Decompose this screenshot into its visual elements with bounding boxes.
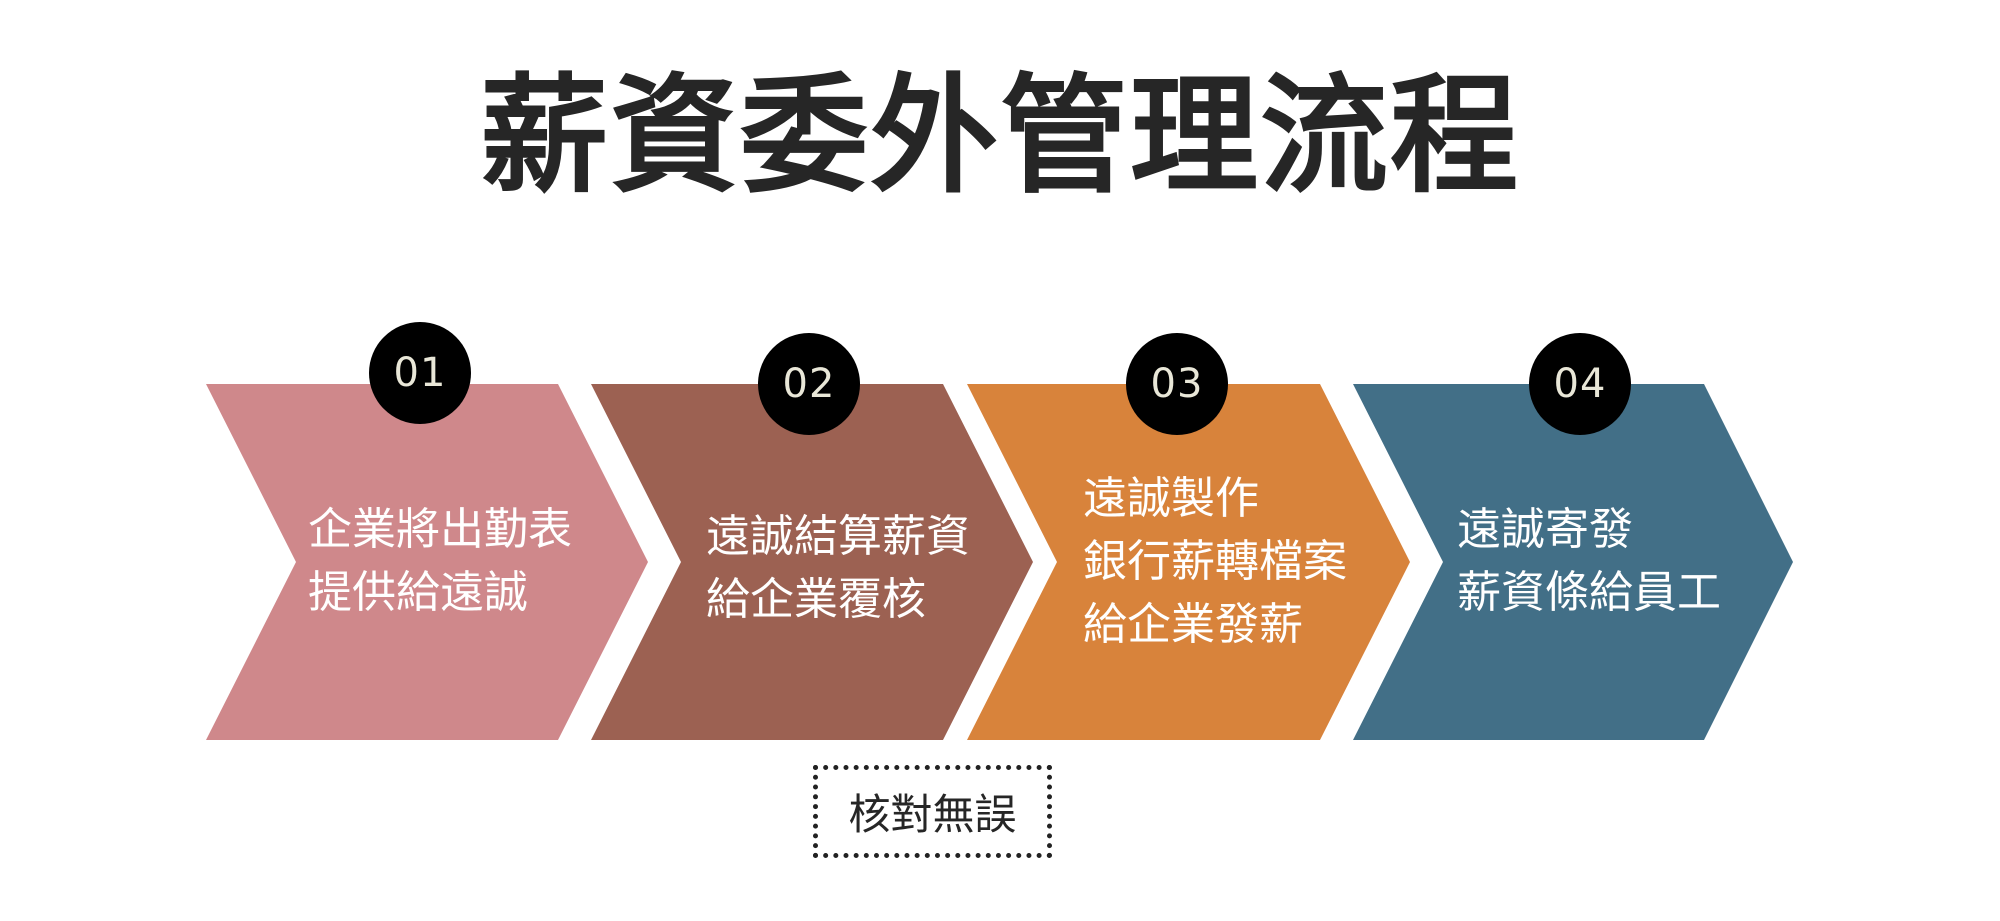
- step-1-number-badge: 01: [369, 322, 471, 424]
- step-1-text: 企業將出勤表 提供給遠誠: [308, 504, 572, 618]
- verification-note-box: 核對無誤: [813, 765, 1052, 858]
- step-3-text: 遠誠製作 銀行薪轉檔案 給企業發薪: [1083, 473, 1347, 650]
- step-3-number-badge: 03: [1126, 333, 1228, 435]
- step-4-text: 遠誠寄發 薪資條給員工: [1457, 504, 1721, 618]
- step-2-text: 遠誠結算薪資 給企業覆核: [706, 511, 970, 625]
- page-title: 薪資委外管理流程: [479, 62, 1520, 211]
- step-2-number-badge: 02: [758, 333, 860, 435]
- step-4-number-badge: 04: [1529, 333, 1631, 435]
- step-4-chevron: [1353, 384, 1793, 740]
- step-2-chevron: [591, 384, 1033, 740]
- step-1-chevron: [206, 384, 648, 740]
- step-3-chevron: [967, 384, 1410, 740]
- verification-note-label: 核對無誤: [848, 790, 1017, 839]
